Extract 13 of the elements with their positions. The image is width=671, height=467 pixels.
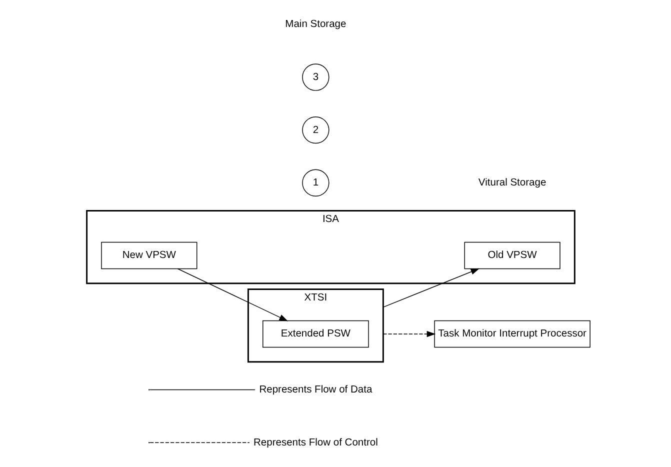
node-box: New VPSW — [101, 242, 198, 270]
node-circle: 3 — [302, 64, 330, 91]
arrow — [382, 268, 480, 308]
legend-label: Represents Flow of Control — [253, 437, 378, 448]
node-circle: 1 — [302, 169, 330, 196]
node-box: Extended PSW — [262, 320, 369, 348]
label: Main Storage — [285, 19, 346, 30]
label: Vitural Storage — [478, 178, 546, 189]
arrow — [382, 330, 436, 338]
node-box: Task Monitor Interrupt Processor — [434, 320, 590, 348]
node-box: Old VPSW — [464, 242, 560, 270]
legend-label: Represents Flow of Data — [259, 384, 372, 396]
node-circle: 2 — [302, 116, 330, 144]
